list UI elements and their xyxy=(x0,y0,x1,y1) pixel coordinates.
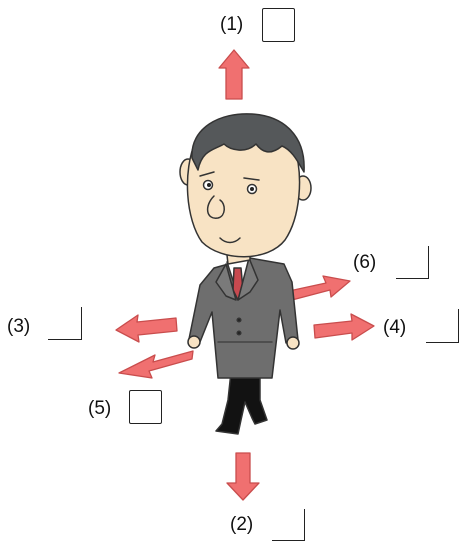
label-6: (6) xyxy=(353,252,377,273)
jacket-button xyxy=(236,330,242,336)
arrow-down-icon xyxy=(226,452,260,501)
answer-box-4[interactable] xyxy=(426,309,459,343)
jacket-button xyxy=(236,317,242,323)
answer-box-5[interactable] xyxy=(129,390,162,424)
label-2: (2) xyxy=(230,514,254,535)
lapel-right xyxy=(237,257,259,301)
answer-box-3[interactable] xyxy=(48,307,82,340)
mouth xyxy=(219,237,241,244)
nose xyxy=(206,195,225,219)
label-1: (1) xyxy=(220,14,244,35)
label-4: (4) xyxy=(383,317,407,338)
arrow-upper-right-icon xyxy=(288,275,351,301)
answer-box-6[interactable] xyxy=(396,246,429,279)
answer-box-2[interactable] xyxy=(272,509,305,541)
right-hand xyxy=(286,336,300,350)
left-hand xyxy=(187,335,201,349)
label-3: (3) xyxy=(7,316,31,337)
arrow-lower-left-icon xyxy=(118,350,194,379)
legs xyxy=(215,371,268,435)
businessman-figure xyxy=(179,113,312,435)
hair xyxy=(191,113,305,173)
label-5: (5) xyxy=(88,398,112,419)
lapel-left xyxy=(215,263,237,301)
arrow-left-icon xyxy=(115,314,178,343)
arrow-up-icon xyxy=(218,49,250,100)
answer-box-1[interactable] xyxy=(262,8,295,42)
arrow-right-icon xyxy=(313,313,375,341)
